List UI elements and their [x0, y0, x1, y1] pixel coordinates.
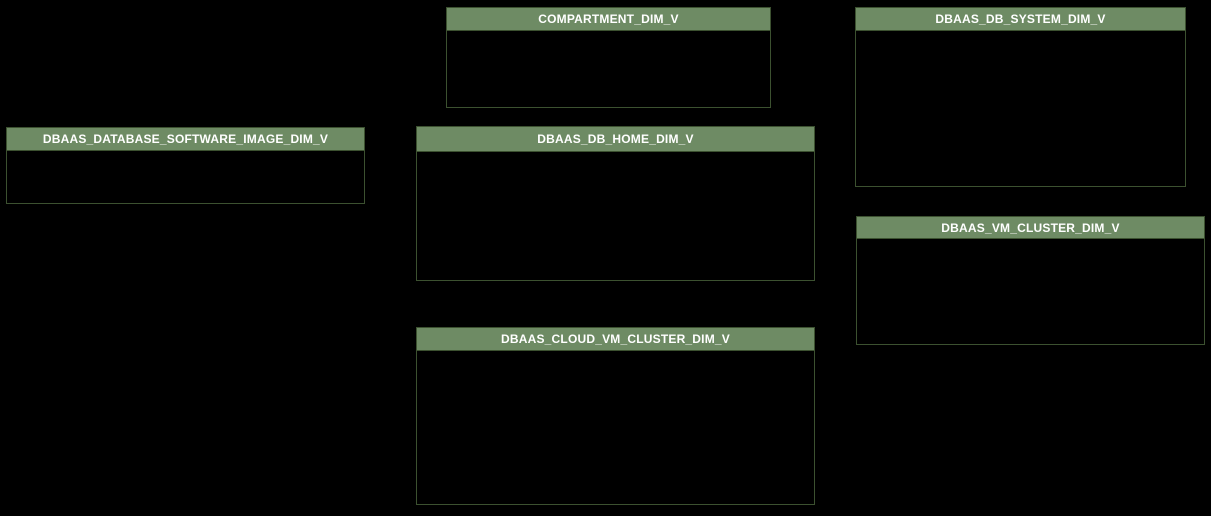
entity-body: [856, 31, 1185, 186]
entity-dbaas-vm-cluster-dim-v[interactable]: DBAAS_VM_CLUSTER_DIM_V: [856, 216, 1205, 345]
entity-body: [447, 31, 770, 107]
entity-header[interactable]: DBAAS_DB_SYSTEM_DIM_V: [856, 8, 1185, 31]
entity-header[interactable]: DBAAS_CLOUD_VM_CLUSTER_DIM_V: [417, 328, 814, 351]
entity-header[interactable]: DBAAS_DATABASE_SOFTWARE_IMAGE_DIM_V: [7, 128, 364, 151]
entity-body: [7, 151, 364, 203]
entity-dbaas-db-system-dim-v[interactable]: DBAAS_DB_SYSTEM_DIM_V: [855, 7, 1186, 187]
entity-dbaas-database-software-image-dim-v[interactable]: DBAAS_DATABASE_SOFTWARE_IMAGE_DIM_V: [6, 127, 365, 204]
entity-dbaas-cloud-vm-cluster-dim-v[interactable]: DBAAS_CLOUD_VM_CLUSTER_DIM_V: [416, 327, 815, 505]
entity-title: DBAAS_CLOUD_VM_CLUSTER_DIM_V: [501, 332, 730, 346]
entity-body: [417, 152, 814, 280]
entity-compartment-dim-v[interactable]: COMPARTMENT_DIM_V: [446, 7, 771, 108]
entity-header[interactable]: DBAAS_VM_CLUSTER_DIM_V: [857, 217, 1204, 239]
entity-title: COMPARTMENT_DIM_V: [538, 12, 679, 26]
entity-title: DBAAS_DB_HOME_DIM_V: [537, 132, 694, 146]
entity-body: [417, 351, 814, 504]
entity-title: DBAAS_DB_SYSTEM_DIM_V: [935, 12, 1106, 26]
entity-dbaas-db-home-dim-v[interactable]: DBAAS_DB_HOME_DIM_V: [416, 126, 815, 281]
entity-body: [857, 239, 1204, 344]
entity-header[interactable]: DBAAS_DB_HOME_DIM_V: [417, 127, 814, 152]
entity-header[interactable]: COMPARTMENT_DIM_V: [447, 8, 770, 31]
entity-title: DBAAS_DATABASE_SOFTWARE_IMAGE_DIM_V: [42, 132, 329, 146]
entity-title: DBAAS_VM_CLUSTER_DIM_V: [941, 220, 1120, 235]
